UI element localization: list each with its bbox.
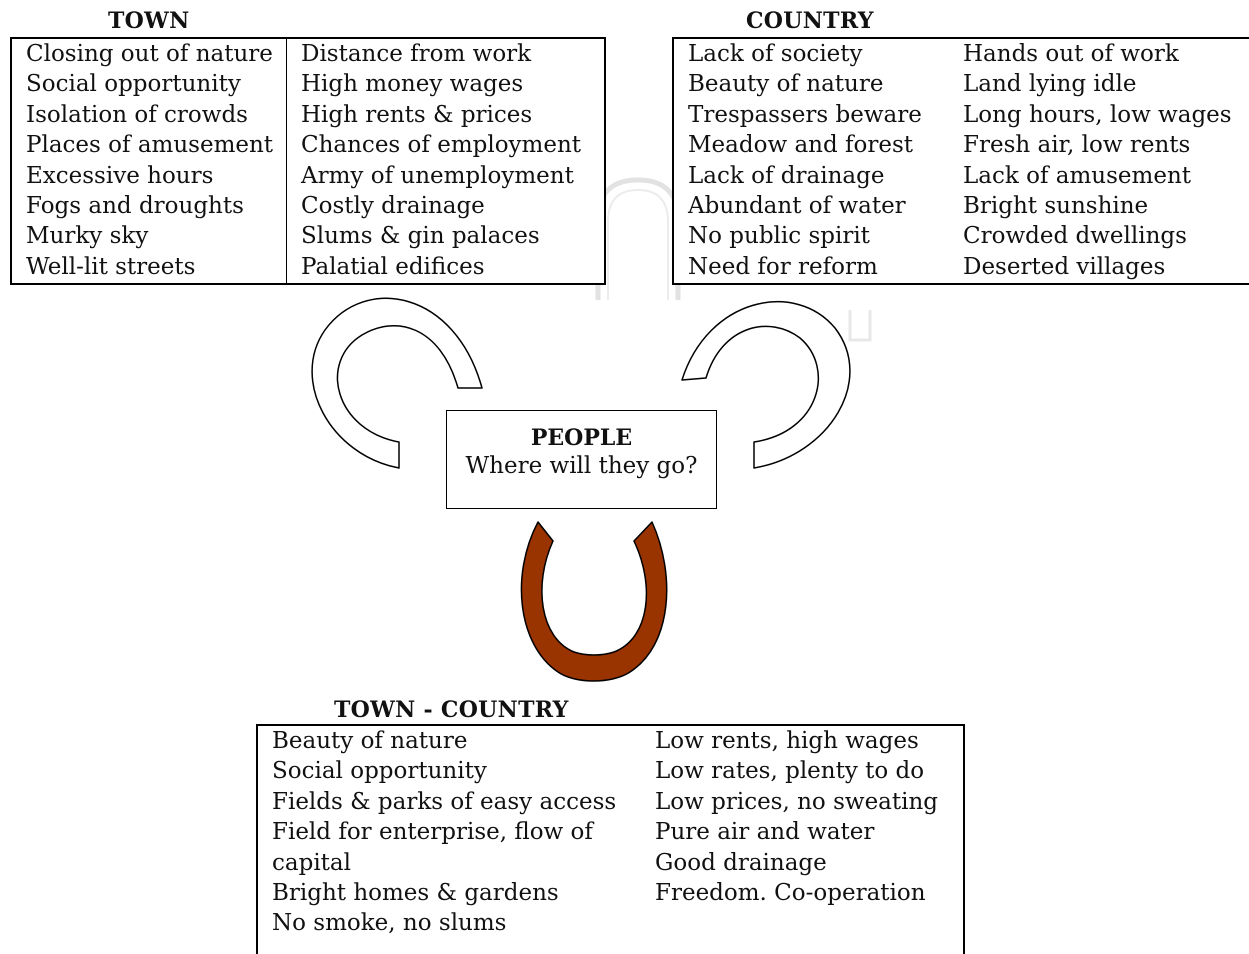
country-item: No public spirit bbox=[688, 223, 870, 250]
town-item: Isolation of crowds bbox=[26, 101, 248, 128]
town-country-item: Bright homes & gardens bbox=[272, 880, 559, 907]
town-country-item: Beauty of nature bbox=[272, 728, 468, 754]
country-item: Trespassers beware bbox=[688, 101, 922, 128]
country-column-2: Hands out of work Land lying idle Long h… bbox=[963, 39, 1232, 282]
town-item: Closing out of nature bbox=[26, 41, 273, 67]
town-item: Costly drainage bbox=[301, 193, 485, 220]
town-item: Chances of employment bbox=[301, 132, 582, 159]
country-item: Beauty of nature bbox=[688, 71, 884, 98]
town-country-item: Good drainage bbox=[655, 849, 827, 876]
country-item: Hands out of work bbox=[963, 41, 1179, 67]
country-item: Bright sunshine bbox=[963, 193, 1149, 220]
country-box: Lack of society Beauty of nature Trespas… bbox=[672, 37, 1249, 285]
town-item: Excessive hours bbox=[26, 162, 214, 189]
town-heading: TOWN bbox=[108, 8, 190, 34]
town-country-magnet-shape bbox=[520, 521, 668, 682]
town-item: Palatial edifices bbox=[301, 253, 485, 280]
town-magnet-shape bbox=[311, 297, 483, 469]
town-item: Social opportunity bbox=[26, 71, 241, 98]
town-column-divider bbox=[286, 39, 287, 283]
town-country-item: Low prices, no sweating bbox=[655, 788, 939, 815]
town-country-item: Fields & parks of easy access bbox=[272, 788, 617, 815]
town-country-item: capital bbox=[272, 849, 351, 876]
town-item: Army of unemployment bbox=[301, 162, 574, 189]
country-item: Lack of society bbox=[688, 41, 863, 67]
people-question: Where will they go? bbox=[465, 453, 698, 479]
country-item: Long hours, low wages bbox=[963, 101, 1232, 128]
town-item: Fogs and droughts bbox=[26, 193, 244, 220]
country-heading: COUNTRY bbox=[746, 8, 874, 34]
country-item: Abundant of water bbox=[688, 193, 906, 220]
people-title: PEOPLE bbox=[530, 425, 633, 451]
town-item: Slums & gin palaces bbox=[301, 223, 540, 250]
country-item: Fresh air, low rents bbox=[963, 132, 1191, 159]
town-country-item: Freedom. Co-operation bbox=[655, 880, 926, 907]
country-item: Meadow and forest bbox=[688, 132, 914, 159]
town-item: Places of amusement bbox=[26, 132, 274, 159]
country-item: Land lying idle bbox=[963, 71, 1137, 98]
town-country-heading: TOWN - COUNTRY bbox=[334, 697, 569, 723]
people-box: PEOPLE Where will they go? bbox=[446, 410, 717, 509]
town-box: Closing out of nature Social opportunity… bbox=[10, 37, 606, 285]
country-item: Lack of amusement bbox=[963, 162, 1192, 189]
town-item: High rents & prices bbox=[301, 101, 533, 128]
town-country-column-1: Beauty of nature Social opportunity Fiel… bbox=[272, 726, 616, 939]
country-magnet-shape bbox=[681, 300, 851, 469]
town-country-item: Social opportunity bbox=[272, 758, 487, 785]
country-column-1: Lack of society Beauty of nature Trespas… bbox=[688, 39, 922, 282]
town-item: High money wages bbox=[301, 71, 524, 98]
town-country-column-2: Low rents, high wages Low rates, plenty … bbox=[655, 726, 938, 908]
town-country-item: Low rents, high wages bbox=[655, 728, 919, 754]
town-country-item: Field for enterprise, flow of bbox=[272, 819, 593, 846]
town-country-item: No smoke, no slums bbox=[272, 910, 507, 937]
town-item: Murky sky bbox=[26, 223, 149, 250]
town-country-item: Pure air and water bbox=[655, 819, 875, 846]
town-column-2: Distance from work High money wages High… bbox=[301, 39, 581, 282]
country-item: Lack of drainage bbox=[688, 162, 885, 189]
town-item: Well-lit streets bbox=[26, 253, 196, 280]
town-item: Distance from work bbox=[301, 41, 532, 67]
country-item: Deserted villages bbox=[963, 253, 1166, 280]
town-country-item: Low rates, plenty to do bbox=[655, 758, 925, 785]
town-country-box: Beauty of nature Social opportunity Fiel… bbox=[256, 724, 965, 954]
country-item: Need for reform bbox=[688, 253, 878, 280]
country-item: Crowded dwellings bbox=[963, 223, 1187, 250]
town-column-1: Closing out of nature Social opportunity… bbox=[26, 39, 273, 282]
